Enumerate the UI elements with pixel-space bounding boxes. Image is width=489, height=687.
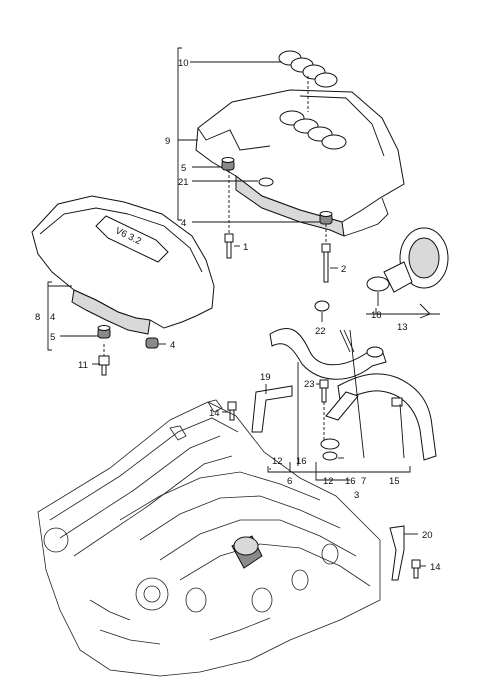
callout-8: 8 (35, 312, 40, 323)
callout-16-right: 16 (345, 476, 356, 487)
callout-5-left: 5 (50, 332, 55, 343)
callout-7: 7 (361, 476, 366, 487)
leader-lines (47, 47, 440, 567)
callout-9: 9 (165, 136, 170, 147)
brackets (251, 385, 405, 581)
callout-15: 15 (389, 476, 400, 487)
callout-23: 23 (304, 379, 315, 390)
cover-badge: V6 3.2 (95, 215, 169, 263)
callout-10: 10 (178, 58, 189, 69)
engine-block (37, 399, 381, 677)
callout-13: 13 (397, 322, 408, 333)
oil-separator (366, 227, 449, 293)
callout-21: 21 (178, 177, 189, 188)
callout-5-top: 5 (181, 163, 186, 174)
callout-3: 3 (354, 490, 359, 501)
callout-1: 1 (243, 242, 248, 253)
callout-12-left: 12 (272, 456, 283, 467)
rings-emblem-item-10 (278, 50, 338, 88)
callout-18: 18 (371, 310, 382, 321)
callout-19: 19 (260, 372, 271, 383)
lower-engine-cover: V6 3.2 (31, 195, 215, 335)
callout-2: 2 (341, 264, 346, 275)
callout-labels: 10 9 5 21 4 1 2 22 18 13 8 4 5 4 11 19 2… (35, 58, 441, 573)
callout-20: 20 (422, 530, 433, 541)
upper-engine-cover (195, 89, 405, 237)
callout-12-right: 12 (323, 476, 334, 487)
callout-16-left: 16 (296, 456, 307, 467)
callout-11: 11 (78, 360, 88, 371)
callout-6: 6 (287, 476, 292, 487)
callout-22: 22 (315, 326, 326, 337)
cover-rings-emblem (279, 110, 347, 150)
callout-14-mid: 14 (209, 408, 220, 419)
callout-14-lower: 14 (430, 562, 441, 573)
breather-hoses (269, 328, 437, 461)
callout-4-right: 4 (170, 340, 175, 351)
callout-4-left: 4 (50, 312, 55, 323)
callout-4-top: 4 (181, 218, 186, 229)
